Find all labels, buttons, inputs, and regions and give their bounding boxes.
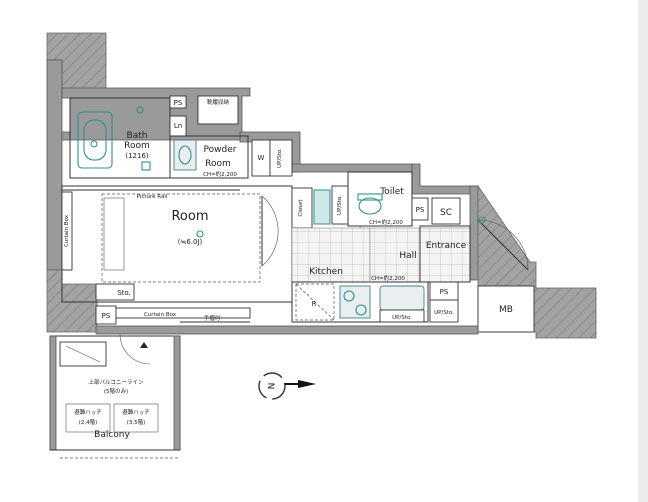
bath-room-label-1: Bath xyxy=(127,131,148,141)
hatch-2-label: 避難ハッチ xyxy=(122,408,150,416)
wall-bottom xyxy=(95,325,479,335)
bath-size-label: (1216) xyxy=(125,152,149,160)
ch-toilet-label: CH=約2,200 xyxy=(369,218,403,226)
sc-label: SC xyxy=(440,208,452,218)
w-label: W xyxy=(258,154,265,162)
up-sto-kitchen-box xyxy=(379,309,425,323)
up-sto-toilet-label: UP/Sto. xyxy=(337,195,343,215)
toilet-label: Toilet xyxy=(379,187,404,197)
bathtub xyxy=(77,111,113,169)
up-sto-right-box xyxy=(429,299,459,323)
compass-n-label: N xyxy=(265,383,275,390)
ch-kitchen-label: CH=約2,200 xyxy=(371,274,405,282)
ch-powder-label: CH=約2,200 xyxy=(203,170,237,178)
curtain-box-side-label: Curtain Box xyxy=(64,214,70,247)
compass-icon xyxy=(258,372,316,400)
curtain-box-side xyxy=(61,191,73,271)
hatch-1-sub-label: (2,4階) xyxy=(79,418,98,426)
washbasin-bowl xyxy=(178,145,192,165)
room-panel xyxy=(103,197,125,271)
hatch-2-sub-label: (3,5階) xyxy=(127,418,146,426)
bath-room-label-2: Room xyxy=(124,141,150,151)
handrail-label: 手摺付 xyxy=(204,314,221,322)
outdoor-unit-fan xyxy=(65,345,101,363)
bath-light-icon xyxy=(136,106,144,114)
up-sto-kitchen-label: UP/Sto. xyxy=(392,315,412,321)
r-label: R xyxy=(312,300,317,308)
burner-2-icon xyxy=(355,304,367,316)
closet-shelf xyxy=(313,189,331,225)
up-sto-powder-box xyxy=(269,139,293,177)
escape-hatch-2 xyxy=(113,403,159,433)
mb-box xyxy=(477,285,535,333)
sto-box xyxy=(95,283,135,301)
up-sto-powder-label: UP/Sto. xyxy=(277,148,283,168)
entrance-door-swing xyxy=(477,219,529,271)
balcony-line-label: 上部バルコニーライン xyxy=(89,378,144,386)
mb-label: MB xyxy=(499,305,513,315)
bath-drain-icon xyxy=(90,140,98,148)
entrance-door-leaf xyxy=(477,219,529,271)
ps-toilet-box xyxy=(411,197,429,221)
kitchen-floor xyxy=(291,227,371,283)
balcony-rail-left xyxy=(49,335,57,451)
sink xyxy=(379,285,425,311)
closet-label: Closet xyxy=(298,199,304,217)
ps-right-label: PS xyxy=(440,288,449,296)
bath-fan-icon xyxy=(141,161,151,171)
entrance-label: Entrance xyxy=(426,241,467,251)
wall-bottom-left xyxy=(46,269,98,333)
room-size-label: (≒6.0J) xyxy=(178,238,203,246)
up-sto-right-label: UP/Sto. xyxy=(434,310,454,316)
storage-top-box xyxy=(197,95,239,125)
curtain-box-bottom xyxy=(115,307,251,319)
toilet-tank xyxy=(357,193,383,201)
kitchen-counter xyxy=(291,281,429,323)
powder-room-label-2: Room xyxy=(205,159,231,169)
kitchen-label: Kitchen xyxy=(309,267,343,277)
edge-strip xyxy=(638,0,648,502)
wall-top-entrance xyxy=(411,163,479,195)
ps-toilet-label: PS xyxy=(416,206,425,214)
balcony-label: Balcony xyxy=(94,430,130,440)
entrance-area xyxy=(419,225,471,283)
bathtub-inner xyxy=(83,119,107,161)
entrance-light-icon xyxy=(478,216,486,224)
balcony-line-sub-label: (5階のみ) xyxy=(104,387,128,395)
wall-right-upper xyxy=(469,185,479,281)
ps-left-label: PS xyxy=(102,312,111,320)
sc-box xyxy=(431,197,461,225)
burner-1-icon xyxy=(343,290,355,302)
escape-hatch-1 xyxy=(65,403,111,433)
room-dash-area xyxy=(101,193,261,283)
curtain-box-bottom-label: Curtain Box xyxy=(144,312,177,318)
powder-room xyxy=(169,135,249,179)
balcony-rail-right xyxy=(173,335,181,451)
hatch-1-label: 避難ハッチ xyxy=(74,408,102,416)
ps-top-box xyxy=(169,95,187,109)
hall-label: Hall xyxy=(399,251,416,261)
picture-rail-label: Picture Rail xyxy=(137,194,168,200)
powder-room-label-1: Powder xyxy=(204,145,237,155)
room-light-icon xyxy=(196,230,204,238)
room-label: Room xyxy=(171,209,208,224)
storage-top-label: 靴履収納 xyxy=(207,98,230,106)
fridge-x-1 xyxy=(295,283,335,321)
ln-label: Ln xyxy=(174,122,182,130)
room-door-swing xyxy=(261,195,279,267)
sto-label: Sto. xyxy=(117,289,131,297)
wall-left xyxy=(46,59,63,271)
washbasin xyxy=(173,139,197,171)
door-arrow-icon xyxy=(140,342,148,348)
ps-top-label: PS xyxy=(174,99,183,107)
fridge-area xyxy=(295,283,335,321)
balcony-door-swing xyxy=(119,333,151,365)
toilet-bowl xyxy=(358,197,382,215)
wall-top-toilet xyxy=(291,163,413,173)
